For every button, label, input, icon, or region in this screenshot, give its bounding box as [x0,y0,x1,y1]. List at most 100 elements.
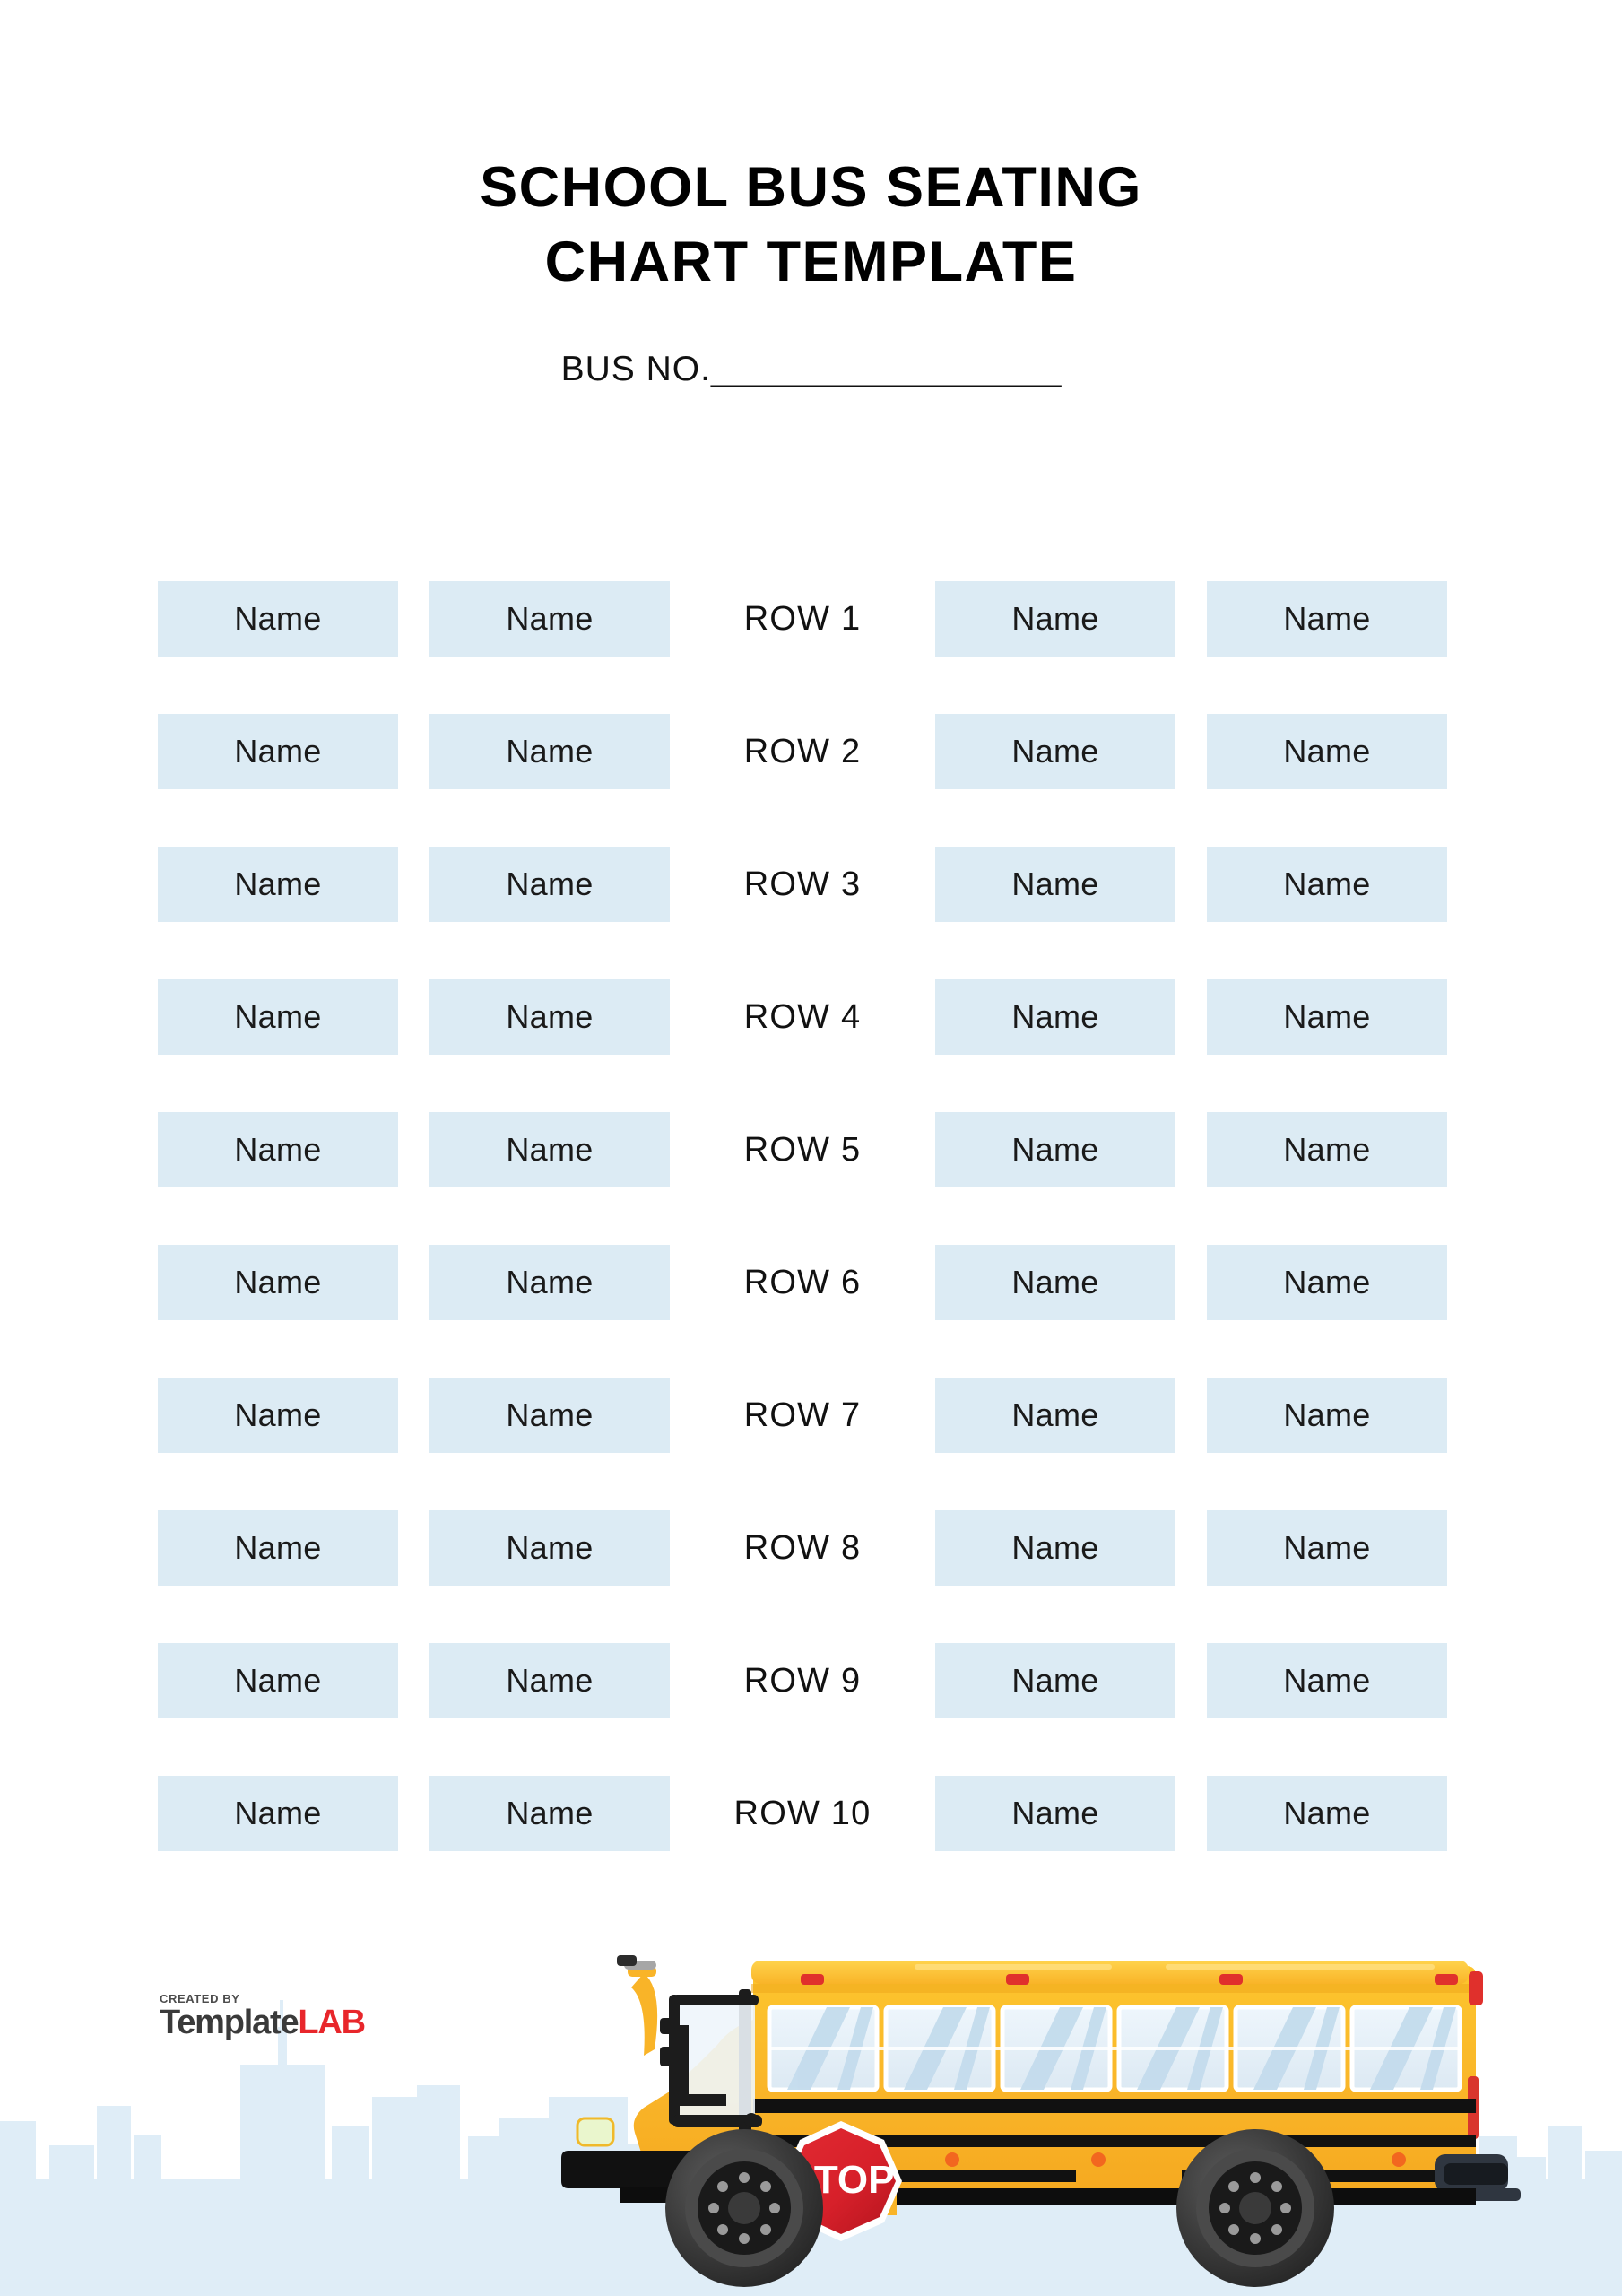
seat-cell-right-2[interactable]: Name [1207,1378,1447,1453]
row-label: ROW 2 [743,732,862,770]
logo-wordmark: TemplateLAB [160,2005,411,2039]
seat-cell-left-1[interactable]: Name [158,581,398,657]
seat-name-text: Name [1011,1396,1099,1433]
seat-name-text: Name [1283,600,1371,637]
seat-name-text: Name [1283,1662,1371,1699]
logo-lab-text: LAB [298,2004,366,2041]
seat-cell-left-1[interactable]: Name [158,979,398,1055]
row-label: ROW 1 [743,599,862,638]
seat-name-text: Name [1011,600,1099,637]
row-label: ROW 6 [743,1263,862,1301]
seat-cell-right-1[interactable]: Name [935,979,1175,1055]
seat-name-text: Name [1011,1662,1099,1699]
row-label: ROW 7 [743,1396,862,1434]
seat-cell-left-2[interactable]: Name [429,1245,670,1320]
seat-cell-right-2[interactable]: Name [1207,847,1447,922]
seat-name-text: Name [1283,1529,1371,1566]
row-label: ROW 8 [743,1528,862,1567]
seat-name-text: Name [1011,1131,1099,1168]
seat-name-text: Name [1283,1396,1371,1433]
logo-template-text: Template [160,2004,299,2041]
seat-row: Name Name ROW 9 Name Name [158,1614,1472,1747]
seat-cell-left-2[interactable]: Name [429,1643,670,1718]
front-wheel [665,2129,823,2287]
seat-cell-right-1[interactable]: Name [935,714,1175,789]
seat-name-text: Name [506,733,594,770]
seat-cell-left-2[interactable]: Name [429,979,670,1055]
seat-cell-left-2[interactable]: Name [429,1510,670,1586]
seat-name-text: Name [234,1662,322,1699]
seat-cell-right-2[interactable]: Name [1207,1643,1447,1718]
seat-cell-right-2[interactable]: Name [1207,1510,1447,1586]
seat-name-text: Name [1011,865,1099,902]
page-title-line-1: SCHOOL BUS SEATING [480,156,1142,219]
seat-name-text: Name [234,733,322,770]
seat-name-text: Name [1011,1529,1099,1566]
seat-name-text: Name [506,998,594,1035]
bus-roof [751,1961,1469,1984]
seat-cell-right-2[interactable]: Name [1207,979,1447,1055]
seat-cell-left-2[interactable]: Name [429,714,670,789]
seat-cell-right-1[interactable]: Name [935,1112,1175,1187]
seat-name-text: Name [506,1396,594,1433]
seat-name-text: Name [506,1264,594,1300]
seat-name-text: Name [234,1396,322,1433]
seat-cell-right-1[interactable]: Name [935,1643,1175,1718]
seat-name-text: Name [506,600,594,637]
seat-row: Name Name ROW 1 Name Name [158,552,1472,685]
row-label: ROW 4 [743,997,862,1036]
row-label: ROW 5 [743,1130,862,1169]
bus-number-blank-line[interactable]: __________________ [710,350,1062,389]
seat-cell-right-1[interactable]: Name [935,581,1175,657]
seat-cell-left-1[interactable]: Name [158,1245,398,1320]
bus-number-field[interactable]: BUS NO. __________________ [0,350,1622,389]
seat-cell-right-1[interactable]: Name [935,1378,1175,1453]
seat-cell-left-1[interactable]: Name [158,1378,398,1453]
seat-cell-left-1[interactable]: Name [158,1510,398,1586]
seat-cell-right-1[interactable]: Name [935,847,1175,922]
seat-row: Name Name ROW 5 Name Name [158,1083,1472,1216]
seat-row: Name Name ROW 10 Name Name [158,1747,1472,1880]
seat-cell-right-2[interactable]: Name [1207,714,1447,789]
seat-cell-right-2[interactable]: Name [1207,1776,1447,1851]
seat-name-text: Name [506,1131,594,1168]
row-label: ROW 9 [743,1661,862,1700]
seat-name-text: Name [234,1264,322,1300]
bus-windows [767,2005,1462,2092]
templatelab-logo: CREATED BY TemplateLAB [160,1993,411,2039]
seat-name-text: Name [234,998,322,1035]
seating-grid: Name Name ROW 1 Name Name Name Name ROW … [158,552,1472,1880]
seat-cell-right-1[interactable]: Name [935,1245,1175,1320]
seat-cell-left-1[interactable]: Name [158,1776,398,1851]
seat-cell-left-1[interactable]: Name [158,1643,398,1718]
seat-name-text: Name [1283,1795,1371,1831]
row-label: ROW 3 [743,865,862,903]
seat-name-text: Name [506,1795,594,1831]
bus-number-label: BUS NO. [560,350,711,389]
seat-name-text: Name [1011,733,1099,770]
seat-name-text: Name [1011,1264,1099,1300]
seat-cell-left-2[interactable]: Name [429,581,670,657]
row-label: ROW 10 [733,1794,872,1832]
seat-cell-right-2[interactable]: Name [1207,1112,1447,1187]
seat-cell-right-1[interactable]: Name [935,1776,1175,1851]
seat-cell-left-1[interactable]: Name [158,847,398,922]
seat-cell-left-2[interactable]: Name [429,1378,670,1453]
seat-name-text: Name [1283,998,1371,1035]
seat-cell-left-2[interactable]: Name [429,847,670,922]
seat-cell-right-2[interactable]: Name [1207,581,1447,657]
seat-cell-left-2[interactable]: Name [429,1112,670,1187]
seat-row: Name Name ROW 3 Name Name [158,818,1472,951]
seat-cell-right-1[interactable]: Name [935,1510,1175,1586]
footer-illustration: STOP [0,1910,1622,2296]
seat-cell-left-2[interactable]: Name [429,1776,670,1851]
seat-name-text: Name [234,1529,322,1566]
seat-name-text: Name [234,1131,322,1168]
seat-cell-right-2[interactable]: Name [1207,1245,1447,1320]
page-header: SCHOOL BUS SEATING CHART TEMPLATE BUS NO… [0,0,1622,389]
seat-row: Name Name ROW 8 Name Name [158,1482,1472,1614]
seat-cell-left-1[interactable]: Name [158,714,398,789]
seat-cell-left-1[interactable]: Name [158,1112,398,1187]
seat-name-text: Name [1283,865,1371,902]
